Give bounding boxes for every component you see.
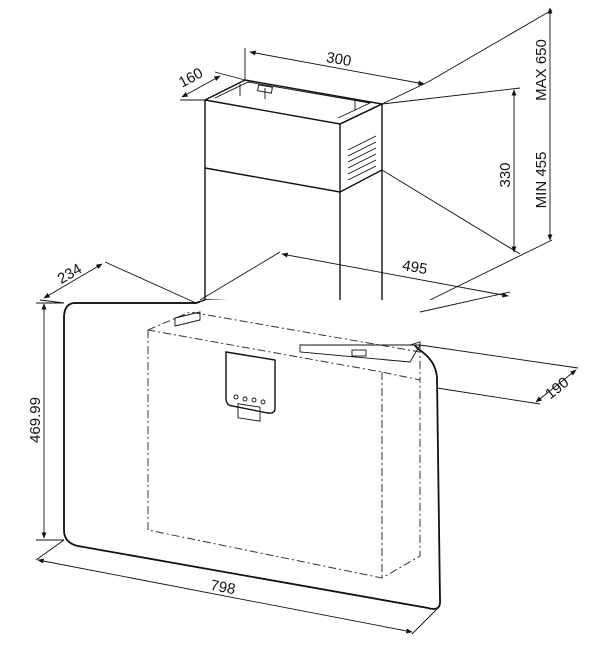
dim-bottom-depth: 190 xyxy=(419,344,579,405)
glass-panel xyxy=(63,299,441,610)
vent-slots-icon xyxy=(347,135,377,181)
dim-overall-width: 798 xyxy=(35,539,441,635)
label-798: 798 xyxy=(209,577,237,598)
lower-duct xyxy=(204,168,383,306)
button-2-icon[interactable] xyxy=(242,396,248,402)
dim-overall-height: MAX 650 MIN 455 xyxy=(427,7,553,301)
label-234: 234 xyxy=(55,260,85,287)
dim-top-depth: 234 xyxy=(39,260,197,304)
dim-mounting-width: 495 xyxy=(199,251,511,313)
label-469-99: 469.99 xyxy=(27,397,44,443)
hidden-motor-body xyxy=(147,311,421,579)
mounting-bracket xyxy=(174,311,421,363)
dim-chimney-depth: 160 xyxy=(176,65,246,101)
dim-glass-height: 469.99 xyxy=(27,302,64,541)
button-4-icon[interactable] xyxy=(260,399,266,405)
label-min-455: MIN 455 xyxy=(533,152,550,209)
control-panel xyxy=(225,351,276,422)
label-max-650: MAX 650 xyxy=(533,39,550,101)
label-160: 160 xyxy=(176,65,206,92)
dim-chimney-height: 330 xyxy=(381,87,521,255)
dim-chimney-width: 300 xyxy=(244,48,429,105)
chimney-cover xyxy=(202,79,385,193)
button-3-icon[interactable] xyxy=(251,397,257,403)
label-190: 190 xyxy=(542,374,572,403)
button-1-icon[interactable] xyxy=(233,394,239,400)
label-300: 300 xyxy=(325,49,353,70)
label-330: 330 xyxy=(497,162,514,187)
label-495: 495 xyxy=(401,257,429,278)
